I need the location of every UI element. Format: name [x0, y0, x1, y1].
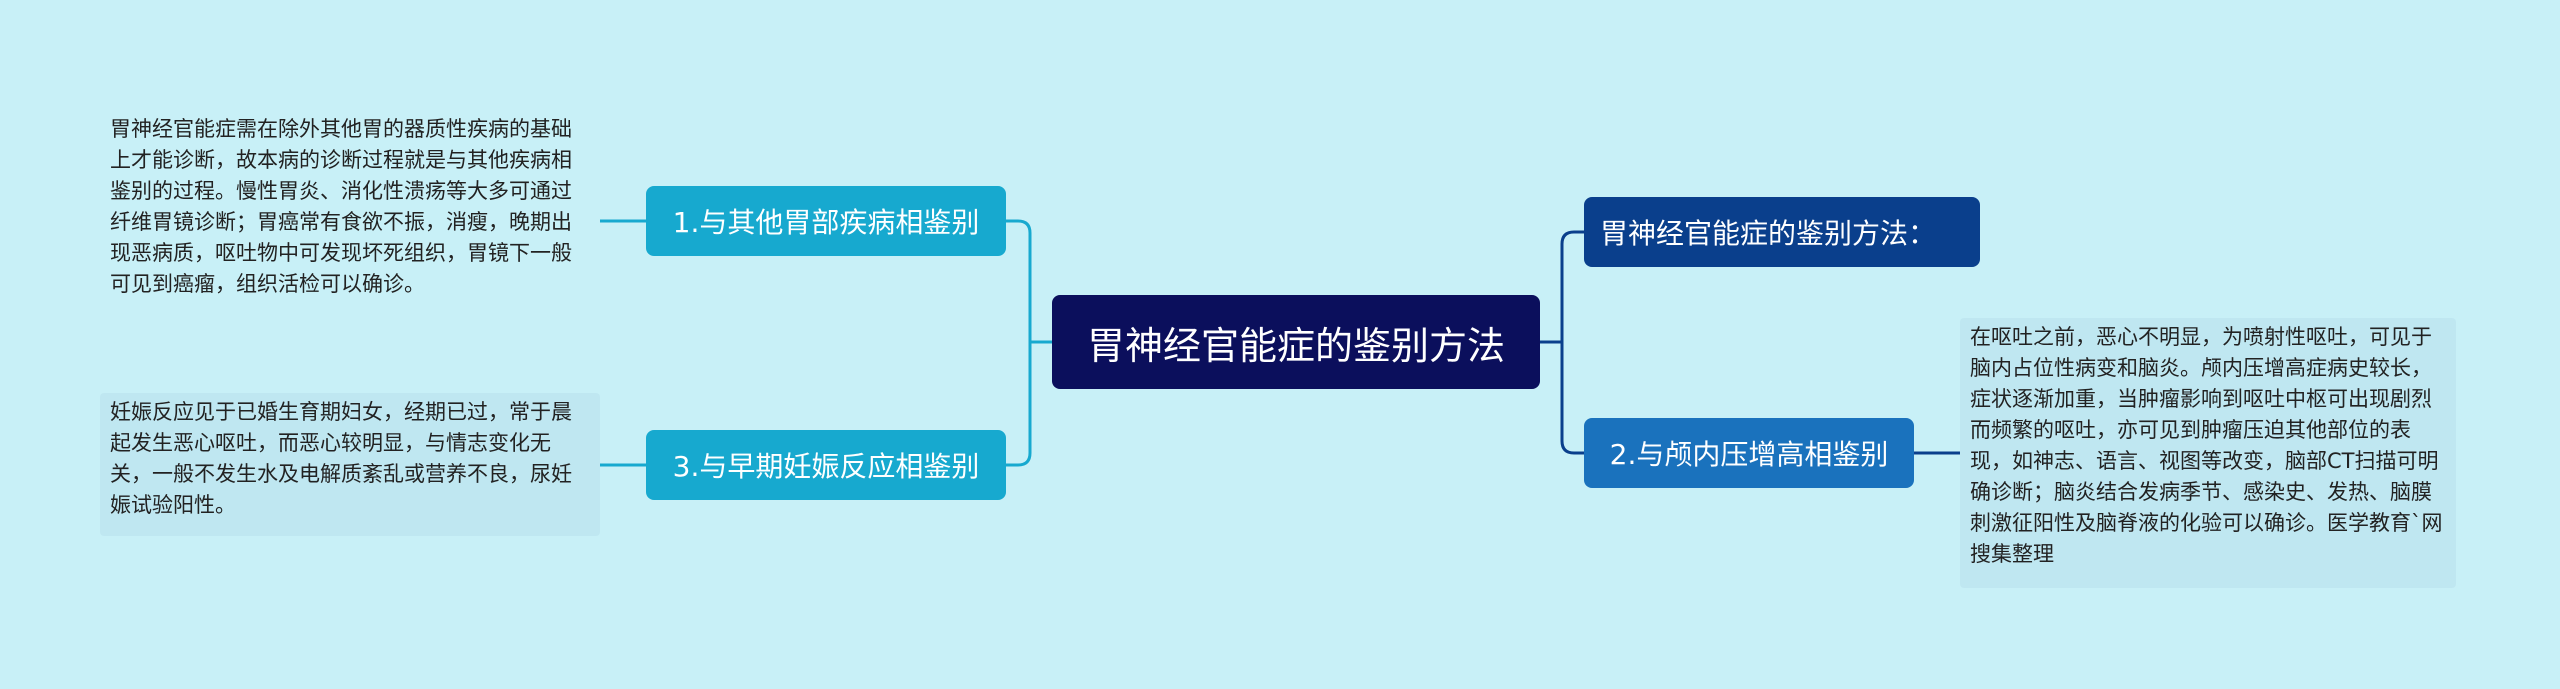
- branch-node-intracranial-pressure[interactable]: 2.与颅内压增高相鉴别: [1584, 418, 1914, 488]
- connector-left-spine-to-branch-3: [1006, 342, 1032, 467]
- connector-right-spine-to-branch-0: [1560, 230, 1584, 342]
- note-intracranial-pressure: 在呕吐之前，恶心不明显，为喷射性呕吐，可见于脑内占位性病变和脑炎。颅内压增高症病…: [1960, 318, 2456, 588]
- connector-left-spine-to-branch-1: [1006, 219, 1032, 342]
- branch-node-early-pregnancy-reaction[interactable]: 3.与早期妊娠反应相鉴别: [646, 430, 1006, 500]
- branch-node-other-stomach-diseases[interactable]: 1.与其他胃部疾病相鉴别: [646, 186, 1006, 256]
- root-node[interactable]: 胃神经官能症的鉴别方法: [1052, 295, 1540, 389]
- connector-right-spine-to-branch-2: [1560, 342, 1584, 455]
- branch-node-methods-title[interactable]: 胃神经官能症的鉴别方法：: [1584, 197, 1980, 267]
- note-early-pregnancy-reaction: 妊娠反应见于已婚生育期妇女，经期已过，常于晨起发生恶心呕吐，而恶心较明显，与情志…: [100, 393, 600, 536]
- note-other-stomach-diseases: 胃神经官能症需在除外其他胃的器质性疾病的基础上才能诊断，故本病的诊断过程就是与其…: [110, 117, 572, 296]
